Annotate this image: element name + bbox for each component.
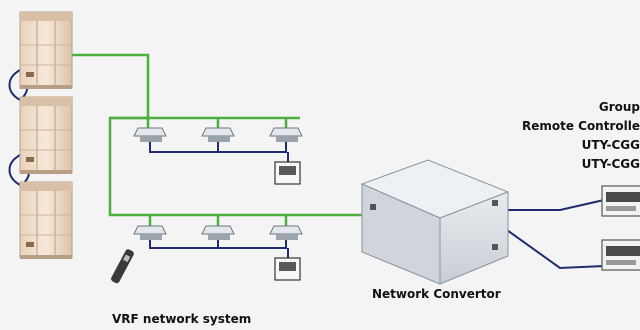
group-remote-label-line: UTY-CGG [581,138,640,152]
cassette-indoor-unit-icon [201,225,235,240]
wired-remote-controller-icon [274,161,301,185]
outdoor-unit-icon [19,181,73,259]
indoor-unit-row-2 [111,225,303,284]
cassette-indoor-unit-icon [133,127,167,142]
vrf-network-system-label: VRF network system [112,312,252,326]
cassette-indoor-unit-icon [269,127,303,142]
outdoor-unit-icon [19,11,73,89]
network-convertor-box-icon [360,159,510,285]
cassette-indoor-unit-icon [133,225,167,240]
wireless-remote-icon [111,249,134,284]
cassette-indoor-unit-icon [269,225,303,240]
wired-remote-controller-icon [274,257,301,281]
cassette-indoor-unit-icon [201,127,235,142]
group-remote-label-line: UTY-CGG [581,157,640,171]
indoor-unit-row-1 [133,127,303,185]
outdoor-unit-stack [8,11,73,259]
network-convertor-label: Network Convertor [372,287,501,301]
remote-controller-lines [149,142,605,270]
group-remote-label-line: Remote Controlle [521,119,640,133]
group-remote-controller-icon [601,239,640,271]
group-remote-controllers [601,185,640,271]
transmission-lines [72,53,370,226]
group-remote-controller-icon [601,185,640,217]
outdoor-unit-icon [19,96,73,174]
group-remote-label-line: Group [598,100,640,114]
